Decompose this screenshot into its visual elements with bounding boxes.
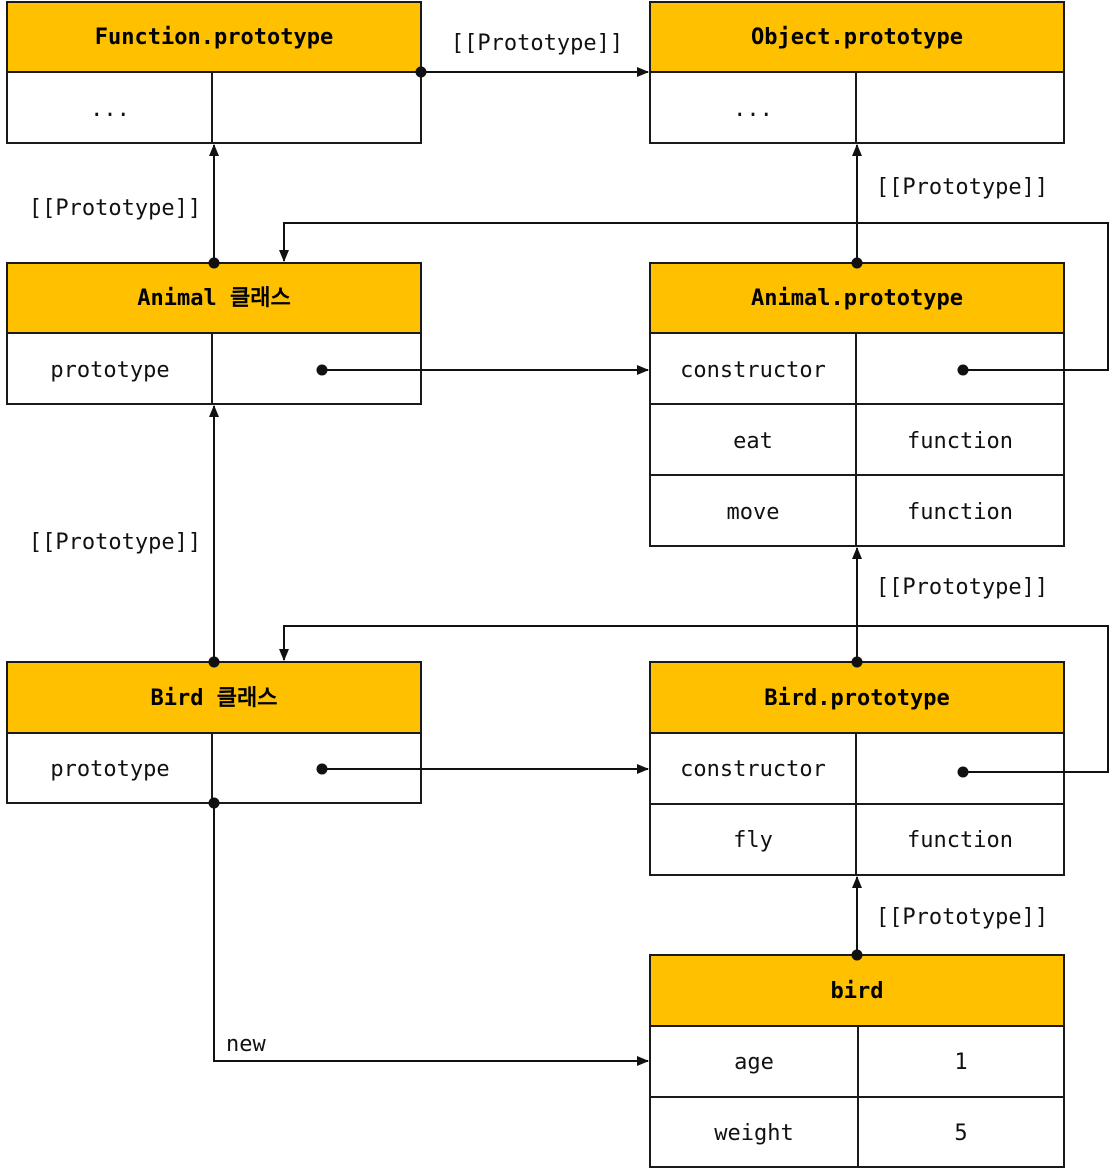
function-prototype-value-cell: [211, 71, 422, 144]
bird-instance-age-key-cell: [649, 1025, 859, 1098]
bird-instance-to-bird-prototype-label: [[Prototype]]: [876, 905, 1048, 930]
animal-prototype-constructor-key-cell: [649, 332, 857, 405]
animal-class-prototype-key: prototype: [50, 358, 169, 383]
function-prototype-box: Function.prototype ...: [6, 1, 422, 144]
animal-prototype-move-value: function: [907, 500, 1013, 525]
bird-prototype-fly-value-cell: [855, 803, 1065, 876]
animal-prototype-move-value-cell: [855, 474, 1065, 547]
bird-prototype-fly-value: function: [907, 828, 1013, 853]
bird-class-prototype-key: prototype: [50, 757, 169, 782]
bird-instance-age-key: age: [734, 1050, 774, 1075]
bird-instance-weight-value: 5: [954, 1121, 967, 1146]
animal-prototype-eat-key-cell: [649, 403, 857, 476]
bird-instance-age-value-cell: [857, 1025, 1065, 1098]
bird-instance-weight-key-cell: [649, 1096, 859, 1168]
bird-class-value-cell: [211, 732, 422, 804]
object-prototype-ellipsis: ...: [733, 97, 773, 122]
animal-constructor-ref-dot: [957, 364, 969, 376]
animal-class-to-function-prototype-dot: [208, 257, 220, 269]
function-to-object-prototype-label: [[Prototype]]: [451, 31, 623, 56]
bird-prototype-fly-key: fly: [733, 828, 773, 853]
function-to-object-prototype-dot: [415, 66, 427, 78]
bird-prototype-fly-key-cell: [649, 803, 857, 876]
animal-prototype-box: Animal.prototype constructor eat functio…: [649, 262, 1065, 547]
animal-prototype-to-object-prototype-label: [[Prototype]]: [876, 175, 1048, 200]
animal-prototype-move-key: move: [727, 500, 780, 525]
animal-constructor-ref-arrow: [279, 222, 1109, 371]
animal-class-title: Animal 클래스: [137, 286, 290, 311]
bird-class-to-animal-class-label: [[Prototype]]: [29, 530, 201, 555]
animal-prototype-eat-value: function: [907, 429, 1013, 454]
bird-prototype-title: Bird.prototype: [764, 686, 949, 711]
function-prototype-header: [6, 1, 422, 73]
animal-prototype-constructor-key: constructor: [680, 358, 826, 383]
function-prototype-ellipsis: ...: [90, 97, 130, 122]
bird-class-box: Bird 클래스 prototype: [6, 661, 422, 804]
new-instance-dot: [208, 797, 220, 809]
bird-class-prototype-ref-dot: [316, 763, 328, 775]
bird-instance-weight-key: weight: [714, 1121, 793, 1146]
animal-class-value-cell: [211, 332, 422, 405]
bird-prototype-constructor-key: constructor: [680, 757, 826, 782]
animal-prototype-eat-key: eat: [733, 429, 773, 454]
bird-instance-weight-value-cell: [857, 1096, 1065, 1168]
object-prototype-value-cell: [855, 71, 1065, 144]
bird-prototype-constructor-key-cell: [649, 732, 857, 805]
function-prototype-key-cell: [6, 71, 213, 144]
object-prototype-box: Object.prototype ...: [649, 1, 1065, 144]
animal-class-prototype-ref-dot: [316, 364, 328, 376]
animal-prototype-move-key-cell: [649, 474, 857, 547]
bird-class-to-animal-class-dot: [208, 656, 220, 668]
bird-class-title: Bird 클래스: [151, 686, 278, 711]
bird-prototype-to-animal-prototype-dot: [851, 656, 863, 668]
animal-class-key-cell: [6, 332, 213, 405]
object-prototype-header: [649, 1, 1065, 73]
animal-class-box: Animal 클래스 prototype: [6, 262, 422, 405]
new-instance-arrow: [213, 803, 649, 1066]
bird-instance-box: bird age 1 weight 5: [649, 954, 1065, 1168]
bird-prototype-header: [649, 661, 1065, 734]
bird-instance-age-value: 1: [954, 1050, 967, 1075]
new-label: new: [226, 1032, 266, 1057]
animal-prototype-eat-value-cell: [855, 403, 1065, 476]
bird-constructor-ref-dot: [957, 766, 969, 778]
function-prototype-title: Function.prototype: [95, 25, 333, 50]
object-prototype-title: Object.prototype: [751, 25, 963, 50]
bird-prototype-to-animal-prototype-label: [[Prototype]]: [876, 575, 1048, 600]
bird-constructor-ref-arrow: [279, 625, 1109, 773]
bird-prototype-box: Bird.prototype constructor fly function: [649, 661, 1065, 876]
bird-instance-title: bird: [831, 979, 884, 1004]
animal-prototype-title: Animal.prototype: [751, 286, 963, 311]
animal-prototype-to-object-prototype-dot: [851, 257, 863, 269]
bird-instance-to-bird-prototype-dot: [851, 949, 863, 961]
animal-class-to-function-prototype-label: [[Prototype]]: [29, 196, 201, 221]
